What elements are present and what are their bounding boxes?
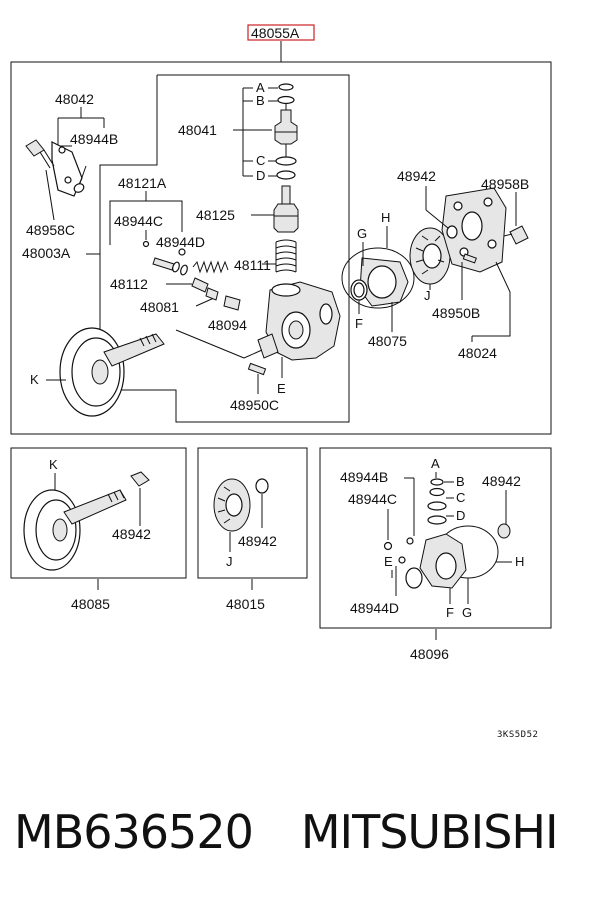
label-48042[interactable]: 48042 <box>55 91 94 107</box>
kit-48096-label-C: C <box>456 490 465 505</box>
kit-48096-label-F: F <box>446 605 454 620</box>
label-48944B[interactable]: 48944B <box>70 131 118 147</box>
label-E: E <box>277 381 286 396</box>
label-D: D <box>256 168 265 183</box>
kit-48015-nut <box>255 478 269 494</box>
label-48944D[interactable]: 48944D <box>156 234 205 250</box>
kit-48015-label-J: J <box>226 554 233 569</box>
kit-48096-label-A: A <box>431 456 440 471</box>
label-H: H <box>381 210 390 225</box>
label-48958B[interactable]: 48958B <box>481 176 529 192</box>
label-J: J <box>424 288 431 303</box>
o-ring-b <box>277 95 295 105</box>
kit-48085-nut <box>130 471 150 487</box>
o-ring-a <box>278 83 294 91</box>
label-K: K <box>30 372 39 387</box>
label-48942[interactable]: 48942 <box>397 168 436 184</box>
label-48112[interactable]: 48112 <box>110 276 148 292</box>
label-48075[interactable]: 48075 <box>368 333 407 349</box>
seal-48944d <box>178 248 186 256</box>
kit-48096-seal-c <box>383 541 393 551</box>
diagram-code: 3KS5D52 <box>497 730 538 740</box>
valve-fitting-48041 <box>274 109 298 145</box>
pin-48094 <box>223 295 241 311</box>
label-A: A <box>256 80 265 95</box>
piston-48112 <box>191 277 209 293</box>
footer-part-number: MB636520 <box>14 805 254 859</box>
label-48024[interactable]: 48024 <box>458 345 497 361</box>
gasket-h <box>341 247 415 309</box>
kit-48096-label-48942[interactable]: 48942 <box>482 473 521 489</box>
main-assembly-frame <box>10 61 552 435</box>
label-48003A[interactable]: 48003A <box>22 245 71 261</box>
plug-48125 <box>273 203 299 233</box>
assembly-highlight-box <box>247 24 315 41</box>
o-ring-d <box>276 170 296 180</box>
kit-48096-frame <box>319 447 552 629</box>
kit-48085-label-K: K <box>49 457 58 472</box>
label-48041[interactable]: 48041 <box>178 122 217 138</box>
label-48094[interactable]: 48094 <box>208 317 247 333</box>
footer-brand: MITSUBISHI <box>300 805 559 859</box>
parts-diagram: 48055A 48042 48944B 48958C 48003A 48041 … <box>10 24 552 740</box>
kit-48015-number[interactable]: 48015 <box>226 596 265 612</box>
label-48081[interactable]: 48081 <box>140 299 179 315</box>
kit-48096-nut <box>497 523 511 539</box>
kit-48085-label-48942[interactable]: 48942 <box>112 526 151 542</box>
kit-48096-label-B: B <box>456 474 465 489</box>
label-48111[interactable]: 48111 <box>234 257 271 273</box>
mounting-bracket <box>51 141 83 197</box>
kit-48096-label-G: G <box>462 605 472 620</box>
o-ring-c <box>275 156 297 166</box>
kit-48085-number[interactable]: 48085 <box>71 596 110 612</box>
pump-shaft-stub <box>257 333 279 359</box>
label-48958C[interactable]: 48958C <box>26 222 75 238</box>
dowel-pin-48950c <box>247 362 267 376</box>
bolt-48958b <box>509 225 529 245</box>
kit-48096-label-D: D <box>456 508 465 523</box>
label-B: B <box>256 93 265 108</box>
kit-48096-label-48944C[interactable]: 48944C <box>348 491 397 507</box>
kit-48096-o-ring-c <box>427 501 447 511</box>
kit-48015-frame <box>197 447 308 579</box>
seal-48944c <box>142 240 150 248</box>
label-48950B[interactable]: 48950B <box>432 305 480 321</box>
pin-48950b <box>462 253 477 264</box>
label-48125[interactable]: 48125 <box>196 207 235 223</box>
kit-48096-label-E: E <box>384 554 393 569</box>
kit-48015-label-48942[interactable]: 48942 <box>238 533 277 549</box>
kit-48096-label-H: H <box>515 554 524 569</box>
spool-48121a <box>152 257 175 271</box>
kit-48096-label-48944B[interactable]: 48944B <box>340 469 388 485</box>
pump-valve-bore <box>271 283 301 297</box>
kit-48096-o-ring-a <box>430 478 444 486</box>
kit-48096-number[interactable]: 48096 <box>410 646 449 662</box>
kit-48096-ring-e <box>405 567 423 589</box>
label-48944C[interactable]: 48944C <box>114 213 163 229</box>
spring-small <box>192 260 229 274</box>
kit-48096-o-ring-d <box>427 515 447 525</box>
spring-48111 <box>275 239 297 273</box>
kit-48096-seal-d <box>398 556 406 564</box>
kit-48096-seal-b <box>406 537 414 545</box>
seal-48081 <box>205 287 219 301</box>
nut-48942 <box>446 225 458 239</box>
kit-48085-frame <box>10 447 187 579</box>
kit-48096-o-ring-b <box>429 487 445 497</box>
pin-48125 <box>281 185 291 205</box>
kit-48096-label-48944D[interactable]: 48944D <box>350 600 399 616</box>
label-48950C[interactable]: 48950C <box>230 397 279 413</box>
inner-subassembly-outline <box>99 74 350 423</box>
label-G: G <box>357 226 367 241</box>
label-F: F <box>355 316 363 331</box>
label-C: C <box>256 153 265 168</box>
part-footer: MB636520 MITSUBISHI <box>14 805 559 859</box>
assembly-number[interactable]: 48055A <box>251 25 300 41</box>
label-48121A[interactable]: 48121A <box>118 175 167 191</box>
